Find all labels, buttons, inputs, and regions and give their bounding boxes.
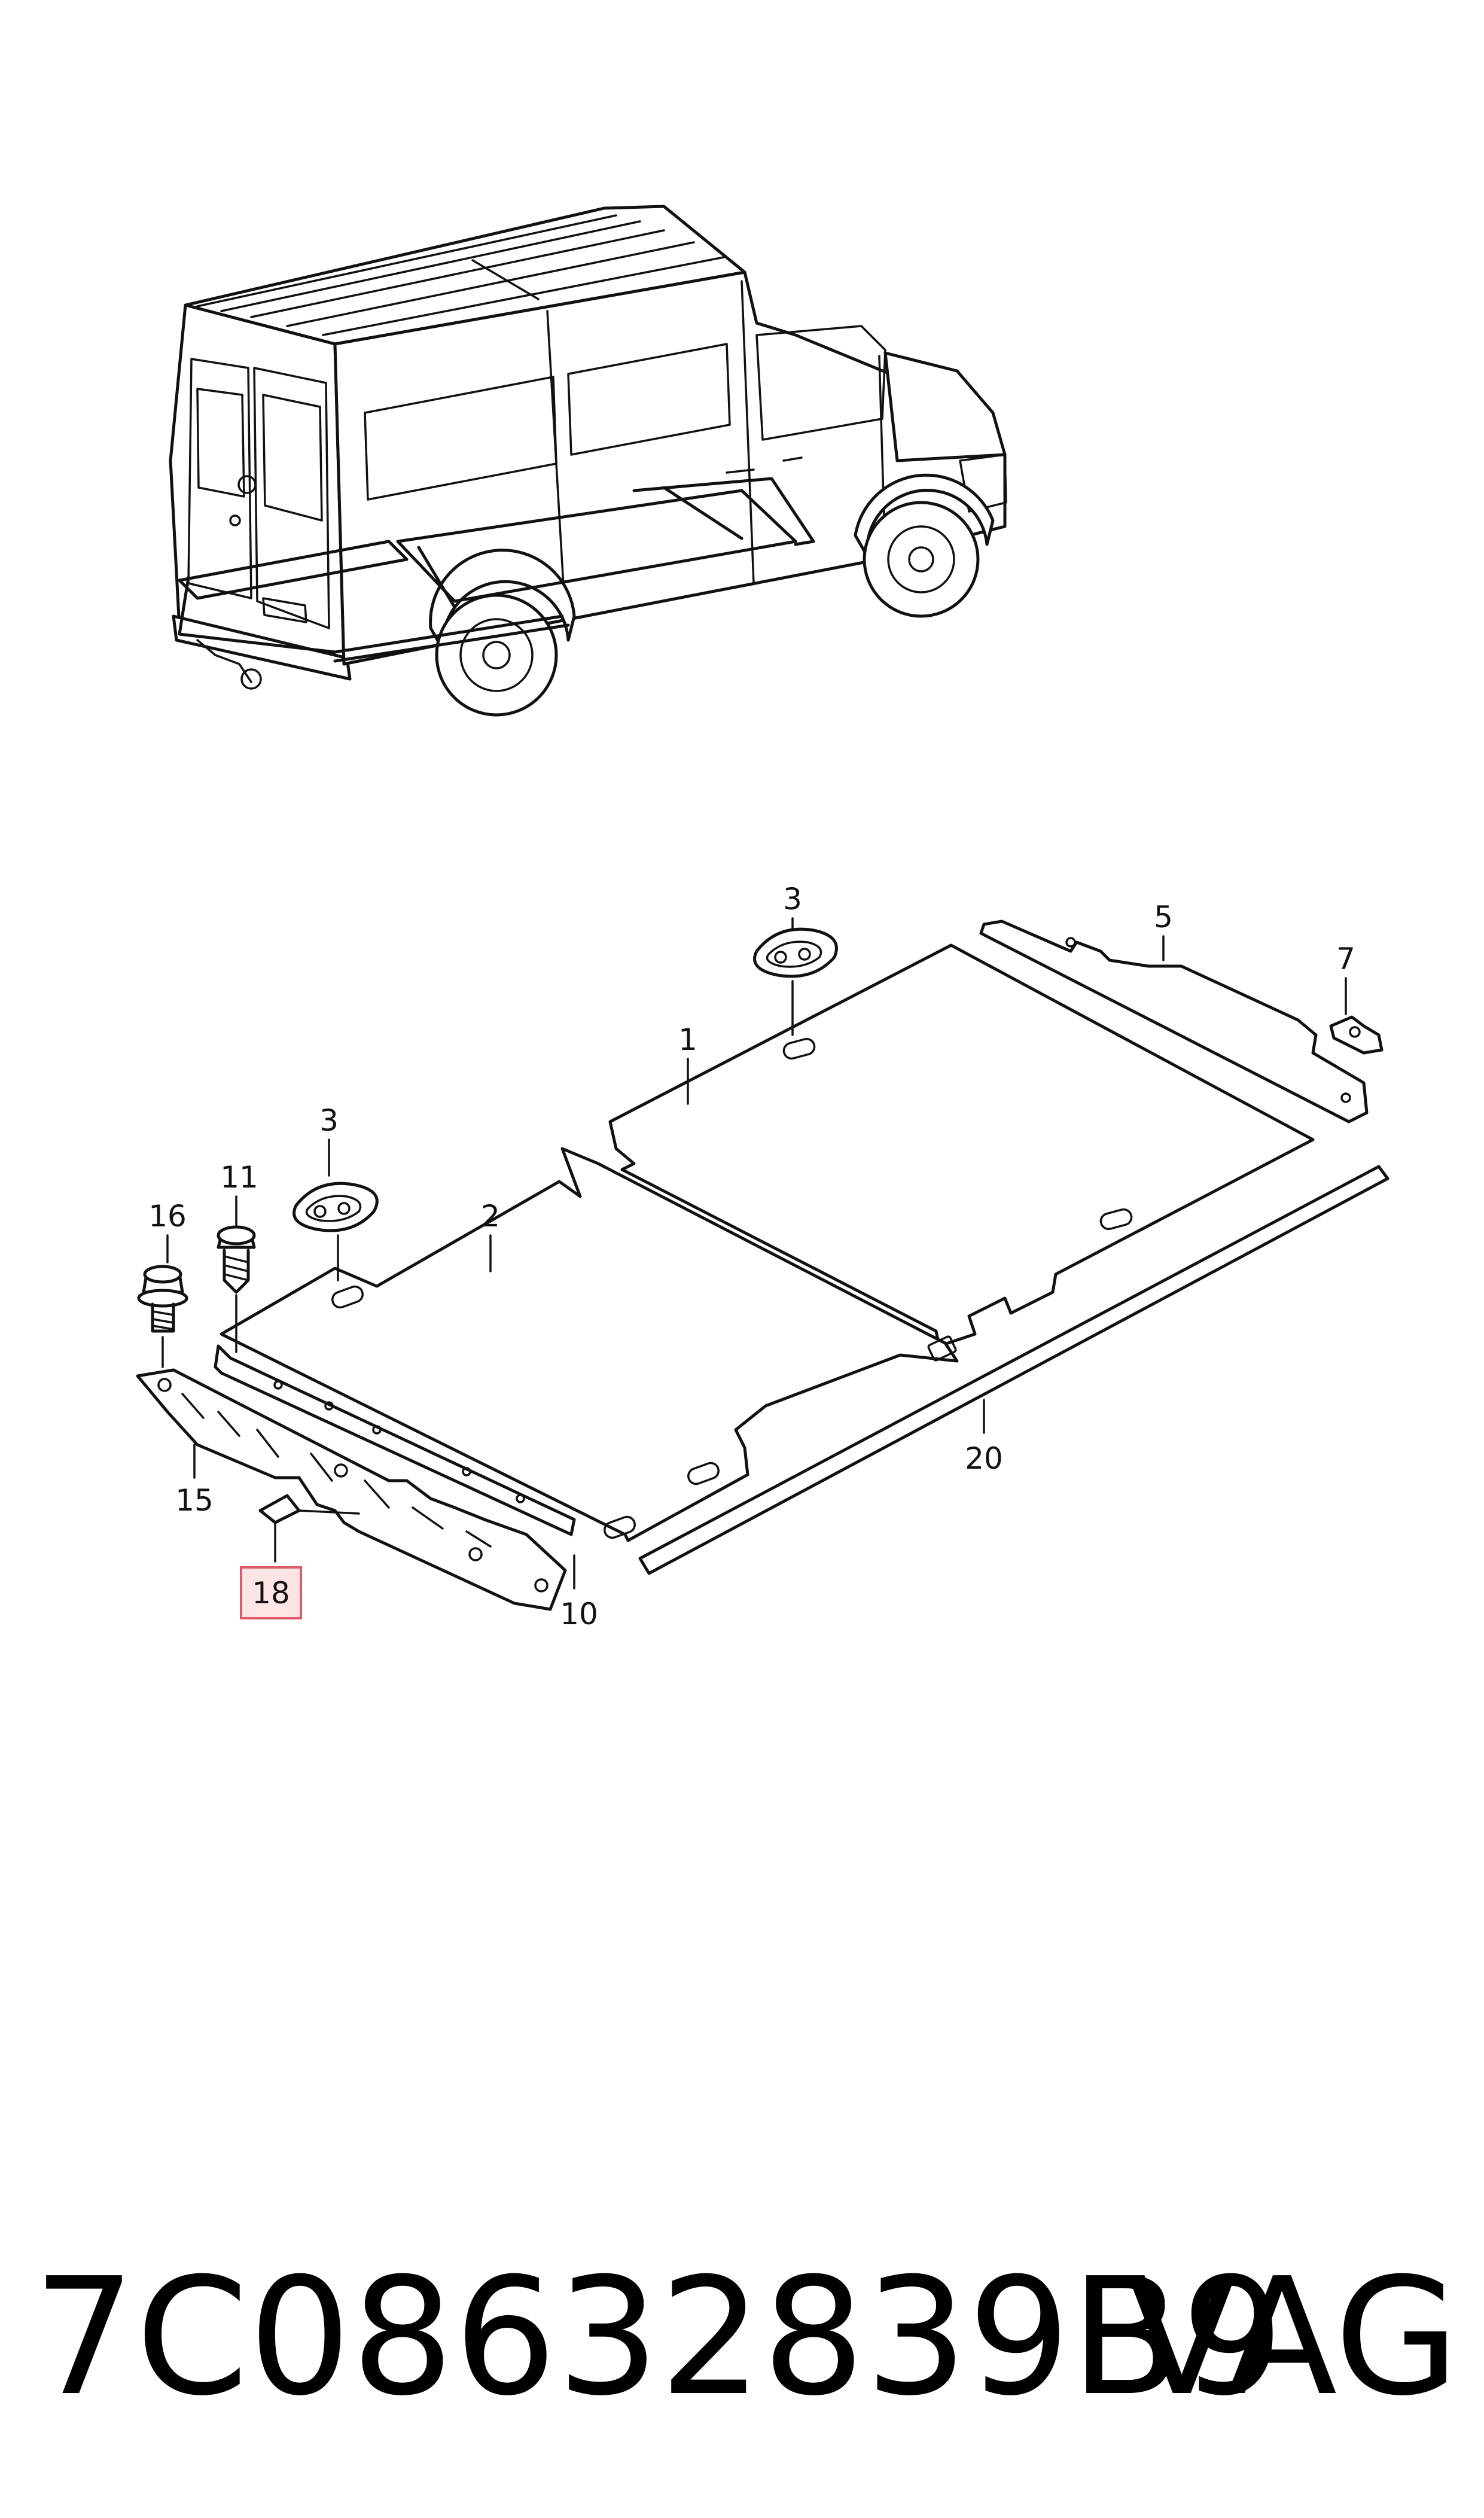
- part-number: 7C08632839B9: [33, 2243, 1284, 2431]
- part-15-sill-plate: [136, 1368, 567, 1611]
- part-18-clip: [258, 1494, 301, 1524]
- callout-15: 15: [175, 1483, 214, 1518]
- part-16-bolt: [137, 1265, 188, 1368]
- callout-16: 16: [148, 1199, 187, 1234]
- part-20-floor-rail: [638, 1165, 1389, 1575]
- callout-20: 20: [965, 1441, 1003, 1476]
- part-7-bracket: [1329, 1015, 1384, 1055]
- part-3-grommet-upper: [753, 927, 838, 1036]
- van-illustration: [169, 205, 1007, 717]
- callout-18: 18: [252, 1576, 290, 1610]
- exploded-parts: 1 2 3 3 5 7 10 11 15 16 18 20: [136, 882, 1389, 1631]
- callout-11: 11: [220, 1160, 258, 1195]
- callout-3-upper: 3: [783, 882, 802, 917]
- callout-3-lower: 3: [319, 1103, 339, 1138]
- callout-7: 7: [1336, 942, 1355, 976]
- part-3-grommet-lower: [292, 1182, 379, 1281]
- callout-2: 2: [481, 1199, 500, 1234]
- part-10-edge-strip: [214, 1344, 576, 1536]
- brand-label: VAG: [1126, 2243, 1459, 2431]
- callout-18-highlight: [240, 1566, 302, 1619]
- part-2-rear-floor-panel: [220, 1147, 959, 1542]
- callout-1: 1: [678, 1022, 697, 1057]
- callout-10: 10: [560, 1597, 598, 1631]
- callout-5: 5: [1154, 900, 1173, 934]
- part-5-trim-strip: [979, 919, 1369, 1123]
